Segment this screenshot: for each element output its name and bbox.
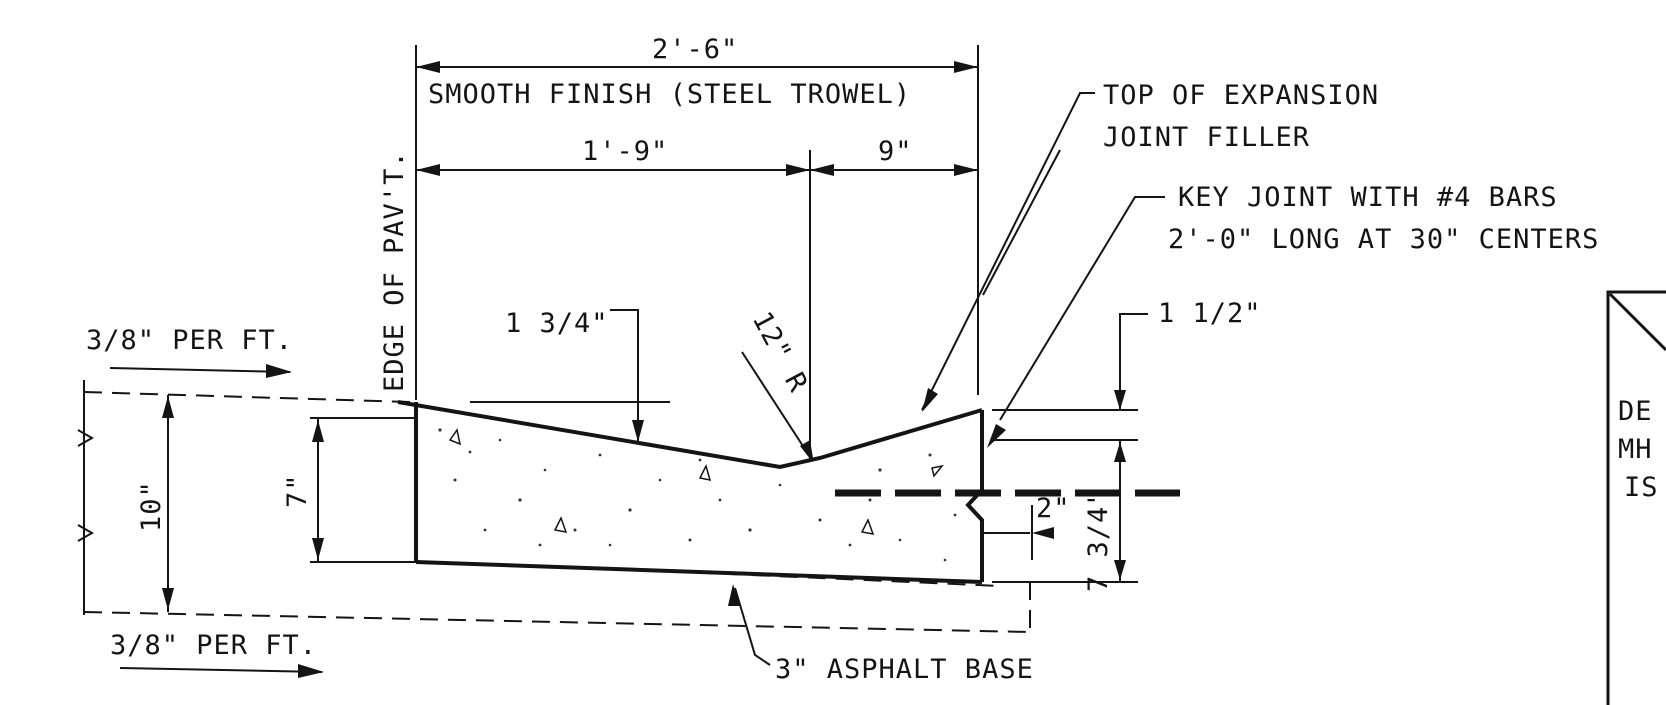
arrowhead — [1114, 560, 1126, 580]
overall-width-label: 2'-6" — [652, 34, 738, 65]
arrowhead — [312, 420, 324, 442]
arrowhead-left — [810, 164, 834, 176]
edge-of-pavement-label: EDGE OF PAV'T. — [379, 150, 410, 392]
pavement-top-dashed-line — [83, 391, 411, 403]
width-left-label: 1'-9" — [582, 136, 668, 167]
arrowhead-right — [786, 164, 810, 176]
slope-top-label: 3/8" PER FT. — [86, 325, 293, 356]
arrowhead-right — [954, 61, 978, 73]
concrete-stipple — [438, 428, 957, 562]
top-filler-label-2: JOINT FILLER — [1103, 122, 1310, 153]
width-right-label: 9" — [878, 136, 913, 167]
gutter-back-face-key — [965, 410, 984, 582]
radius-leader-line — [741, 351, 813, 461]
top-filler-label-1: TOP OF EXPANSION — [1103, 80, 1379, 111]
depth-7-label: 7" — [282, 473, 313, 508]
depth-10-label: 10" — [136, 480, 167, 532]
side-box-text-3: IS — [1624, 472, 1659, 503]
arrowhead — [922, 388, 938, 412]
arrowhead — [162, 588, 174, 610]
filler-leader-secondary — [982, 149, 1061, 296]
arrowhead-right — [954, 164, 978, 176]
depth-1-1-2-label: 1 1/2" — [1158, 298, 1262, 329]
break-symbol-top — [77, 429, 95, 447]
slope-bottom-label: 3/8" PER FT. — [110, 630, 317, 661]
asphalt-base-leader-line — [734, 587, 771, 666]
radius-label: 12" R — [746, 307, 814, 398]
arrowhead — [1114, 442, 1126, 462]
arrowhead — [800, 440, 814, 464]
arrowhead-left — [416, 164, 440, 176]
break-symbol-bottom — [77, 524, 95, 542]
depth-1-3-4-label: 1 3/4" — [505, 308, 609, 339]
pavement-bottom-dashed-line — [83, 611, 1031, 633]
gutter-bottom — [415, 560, 983, 584]
filler-leader-line — [921, 92, 1095, 411]
finish-note: SMOOTH FINISH (STEEL TROWEL) — [428, 79, 911, 110]
slope-top-arrow-line — [109, 367, 291, 373]
depth-2-label: 2" — [1036, 493, 1071, 524]
side-box-text-2: MH — [1618, 434, 1653, 465]
arrowhead — [987, 424, 1006, 448]
gutter-top-surface — [397, 400, 983, 470]
depth-1-1-2-leader — [1119, 313, 1148, 410]
key-joint-label-2: 2'-0" LONG AT 30" CENTERS — [1168, 224, 1599, 255]
gutter-concrete-fill — [416, 402, 982, 582]
depth-1-3-4-leader — [610, 309, 639, 442]
asphalt-base-label: 3" ASPHALT BASE — [775, 654, 1034, 685]
side-detail-box-border — [1606, 290, 1666, 705]
arrowhead — [312, 538, 324, 560]
arrowhead — [162, 396, 174, 418]
depth-7-3-4-label: 7 3/4" — [1083, 488, 1114, 592]
key-joint-label-1: KEY JOINT WITH #4 BARS — [1178, 182, 1558, 213]
key-joint-leader-line — [999, 196, 1165, 421]
side-detail-diagonal — [1608, 292, 1666, 352]
arrowhead — [1114, 390, 1126, 410]
arrowhead — [728, 584, 740, 606]
concrete-aggregate-marks — [448, 428, 944, 535]
arrowhead — [632, 420, 644, 442]
arrowhead — [266, 364, 292, 378]
arrowhead — [1032, 527, 1054, 539]
arrowhead-left — [416, 61, 440, 73]
slope-bottom-arrow-line — [119, 667, 323, 673]
arrowhead — [298, 664, 324, 678]
side-box-text-1: DE — [1618, 396, 1653, 427]
